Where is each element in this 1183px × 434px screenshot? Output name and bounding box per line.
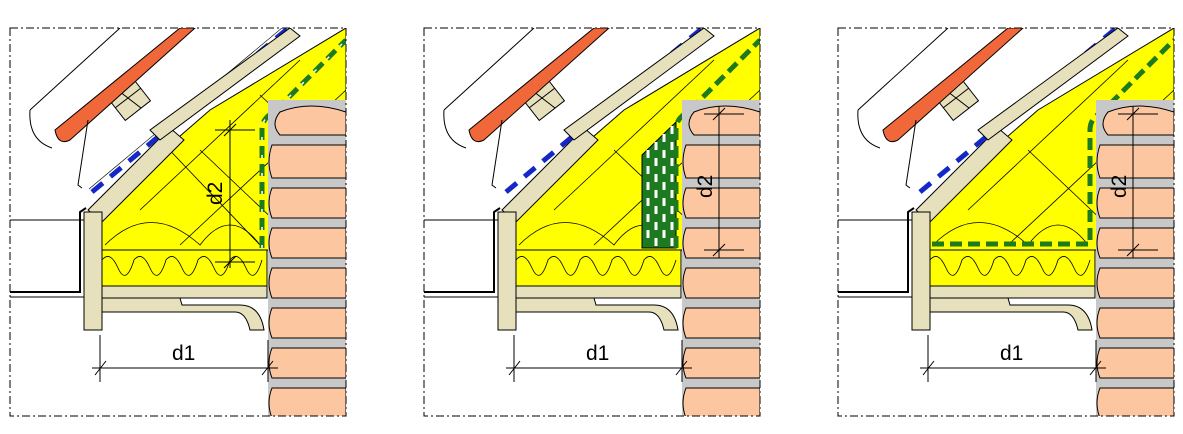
d2-label: d2 bbox=[694, 175, 717, 198]
brick-wall bbox=[268, 100, 346, 416]
fascia-board bbox=[83, 211, 103, 331]
d2-label: d2 bbox=[204, 182, 227, 205]
dimension-d1 bbox=[92, 335, 278, 382]
d1-label: d1 bbox=[1000, 342, 1023, 365]
panel-3: d1 d2 bbox=[837, 27, 1175, 417]
vapour-barrier bbox=[259, 38, 346, 248]
panel-2: d1 d2 bbox=[423, 27, 761, 417]
panel-1: d1 d2 bbox=[9, 27, 347, 417]
ceiling-insulation bbox=[101, 249, 268, 287]
ceiling-board bbox=[101, 285, 268, 299]
membrane-line bbox=[90, 28, 293, 194]
tile-outline bbox=[29, 28, 121, 149]
panel-frame bbox=[9, 27, 347, 417]
gutter bbox=[10, 207, 87, 293]
tile-hook bbox=[77, 119, 89, 189]
counter-batten bbox=[149, 28, 301, 141]
filled-barrier-zone bbox=[641, 120, 677, 249]
roof-tile bbox=[54, 28, 196, 143]
d1-label: d1 bbox=[586, 342, 609, 365]
d2-label: d2 bbox=[1108, 175, 1131, 198]
d1-label: d1 bbox=[172, 342, 195, 365]
dimension-d2 bbox=[215, 120, 255, 269]
